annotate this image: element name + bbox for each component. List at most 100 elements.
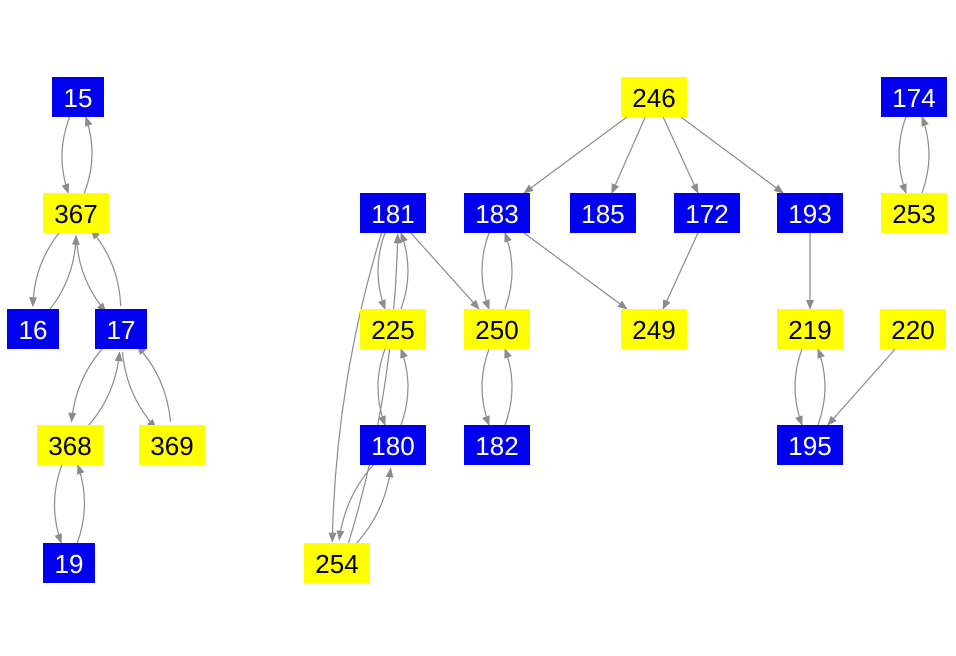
edge-17-to-368: [68, 345, 106, 423]
edge-250-to-183: [504, 232, 513, 310]
node-368-box: [37, 425, 103, 465]
edge-220-to-195: [827, 348, 896, 426]
edge-19-to-368: [76, 464, 86, 544]
node-220[interactable]: 220: [880, 309, 946, 349]
node-193-box: [777, 193, 843, 233]
node-185-label: 185: [581, 199, 624, 229]
edge-174-to-253: [898, 116, 907, 194]
node-185[interactable]: 185: [570, 193, 636, 233]
node-225[interactable]: 225: [360, 309, 426, 349]
node-253-box: [881, 193, 947, 233]
node-195-box: [777, 425, 843, 465]
edge-183-to-250: [481, 232, 490, 310]
edge-181-to-254: [328, 231, 383, 543]
edge-172-to-249: [662, 232, 699, 310]
edge-16-to-367: [47, 234, 80, 313]
node-249[interactable]: 249: [621, 309, 687, 349]
edge-17-to-369: [121, 352, 157, 429]
node-19[interactable]: 19: [43, 543, 95, 583]
node-183-box: [464, 193, 530, 233]
edge-250-to-182: [481, 348, 490, 426]
node-174[interactable]: 174: [881, 77, 947, 117]
node-16-label: 16: [19, 315, 48, 345]
edge-368-to-17: [85, 351, 123, 429]
node-17-box: [95, 309, 147, 349]
edge-180-to-225: [400, 348, 409, 426]
edge-254-to-180: [353, 467, 394, 547]
edge-225-to-181: [400, 232, 409, 310]
node-369-box: [139, 425, 205, 465]
node-246[interactable]: 246: [621, 77, 687, 117]
node-367-box: [43, 193, 109, 233]
edge-15-to-367: [61, 116, 71, 194]
edge-254-to-181: [347, 233, 402, 545]
node-183[interactable]: 183: [464, 193, 530, 233]
node-225-label: 225: [371, 315, 414, 345]
node-180-box: [360, 425, 426, 465]
node-225-box: [360, 309, 426, 349]
node-250-box: [464, 309, 530, 349]
node-250[interactable]: 250: [464, 309, 530, 349]
node-219-box: [777, 309, 843, 349]
edge-246-to-193: [680, 116, 784, 194]
node-254[interactable]: 254: [304, 543, 370, 583]
edge-225-to-180: [377, 348, 386, 426]
node-19-box: [43, 543, 95, 583]
node-220-box: [880, 309, 946, 349]
node-369-label: 369: [150, 431, 193, 461]
node-16[interactable]: 16: [7, 309, 59, 349]
node-367[interactable]: 367: [43, 193, 109, 233]
edge-246-to-183: [523, 116, 628, 194]
node-182-label: 182: [475, 431, 518, 461]
edge-368-to-19: [53, 464, 63, 544]
node-15-box: [52, 77, 104, 117]
node-193[interactable]: 193: [777, 193, 843, 233]
node-180[interactable]: 180: [360, 425, 426, 465]
node-15[interactable]: 15: [52, 77, 104, 117]
edge-369-to-17: [136, 345, 172, 422]
edge-219-to-195: [794, 348, 803, 426]
edge-181-to-225: [377, 232, 386, 310]
node-219[interactable]: 219: [777, 309, 843, 349]
node-195-label: 195: [788, 431, 831, 461]
node-254-label: 254: [315, 549, 358, 579]
node-174-label: 174: [892, 83, 935, 113]
node-19-label: 19: [55, 549, 84, 579]
edge-367-to-17: [75, 235, 107, 313]
node-369[interactable]: 369: [139, 425, 205, 465]
edge-180-to-254: [336, 461, 377, 541]
nodes-layer: 15 367 16 17 368 369 19 181 225 180 254 183 250 182 24…: [7, 77, 947, 583]
node-246-box: [621, 77, 687, 117]
node-172[interactable]: 172: [674, 193, 740, 233]
node-367-label: 367: [54, 199, 97, 229]
node-368-label: 368: [48, 431, 91, 461]
node-172-box: [674, 193, 740, 233]
node-185-box: [570, 193, 636, 233]
edges-layer: [29, 116, 930, 547]
edge-182-to-250: [504, 348, 513, 426]
node-368[interactable]: 368: [37, 425, 103, 465]
node-181-box: [360, 193, 426, 233]
node-249-box: [621, 309, 687, 349]
node-181-label: 181: [371, 199, 414, 229]
edge-183-to-249: [523, 232, 628, 310]
node-182[interactable]: 182: [464, 425, 530, 465]
node-249-label: 249: [632, 315, 675, 345]
node-253-label: 253: [892, 199, 935, 229]
node-246-label: 246: [632, 83, 675, 113]
edge-367-to-15: [83, 116, 93, 194]
node-195[interactable]: 195: [777, 425, 843, 465]
edge-195-to-219: [817, 348, 826, 426]
node-15-label: 15: [64, 83, 93, 113]
edge-246-to-172: [662, 116, 699, 194]
node-17[interactable]: 17: [95, 309, 147, 349]
node-172-label: 172: [685, 199, 728, 229]
node-183-label: 183: [475, 199, 518, 229]
node-250-label: 250: [475, 315, 518, 345]
node-182-box: [464, 425, 530, 465]
node-253[interactable]: 253: [881, 193, 947, 233]
node-220-label: 220: [891, 315, 934, 345]
node-219-label: 219: [788, 315, 831, 345]
node-181[interactable]: 181: [360, 193, 426, 233]
